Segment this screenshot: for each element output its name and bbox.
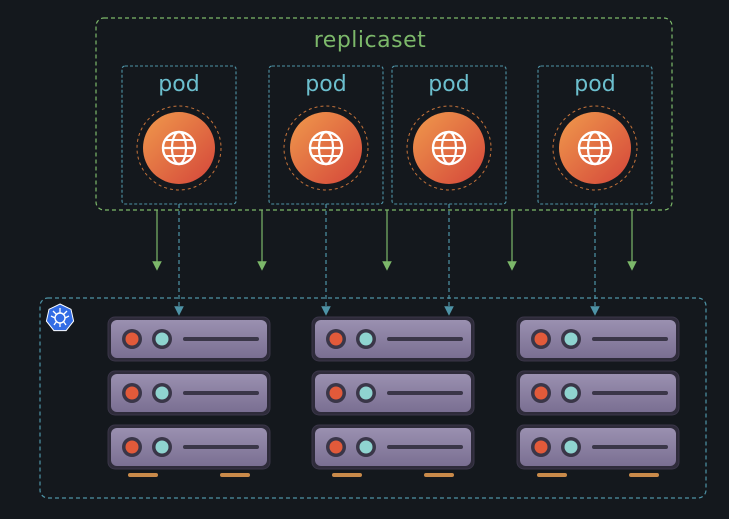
pod-label: pod: [305, 72, 347, 97]
server-foot: [332, 473, 362, 477]
globe-icon: [559, 112, 631, 184]
server-unit: [107, 370, 271, 416]
server-unit: [516, 370, 680, 416]
kubernetes-logo-icon: [45, 303, 75, 332]
server-unit: [311, 316, 475, 362]
server-unit: [516, 424, 680, 470]
pod-box: [121, 65, 237, 205]
server-foot: [537, 473, 567, 477]
globe-icon: [290, 112, 362, 184]
arrows-layer: [152, 204, 637, 316]
server-unit: [107, 424, 271, 470]
server-foot: [629, 473, 659, 477]
server-unit: [311, 424, 475, 470]
pod-label: pod: [574, 72, 616, 97]
server-unit: [516, 316, 680, 362]
server-foot: [424, 473, 454, 477]
server-foot: [128, 473, 158, 477]
pods-layer: [121, 65, 653, 205]
pod-label: pod: [428, 72, 470, 97]
pod-box: [391, 65, 507, 205]
cluster-node: [107, 316, 271, 477]
globe-icon: [413, 112, 485, 184]
servers-layer: [107, 316, 680, 477]
replicaset-label: replicaset: [313, 28, 427, 53]
cluster-node: [311, 316, 475, 477]
cluster-node: [516, 316, 680, 477]
replicaset-box: [95, 17, 673, 211]
pod-box: [537, 65, 653, 205]
pod-label: pod: [158, 72, 200, 97]
pod-box: [268, 65, 384, 205]
server-unit: [311, 370, 475, 416]
cluster-box: [39, 297, 707, 499]
server-foot: [220, 473, 250, 477]
globe-icon: [143, 112, 215, 184]
server-unit: [107, 316, 271, 362]
